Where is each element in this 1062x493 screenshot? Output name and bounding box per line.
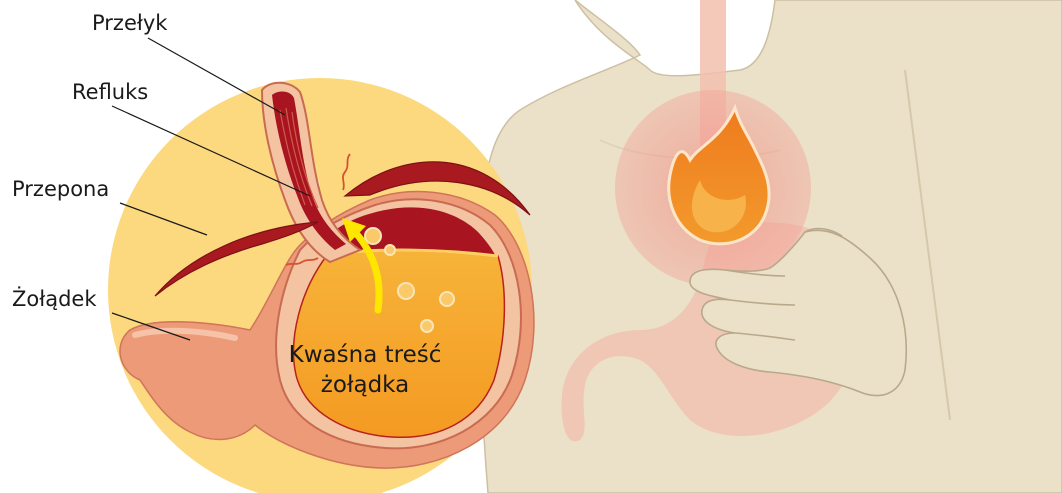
- torso-figure: [479, 0, 1062, 493]
- label-diaphragm: Przepona: [12, 177, 109, 201]
- label-esophagus: Przełyk: [92, 11, 168, 35]
- stomach-content-label-line2: żołądka: [321, 372, 409, 398]
- stomach-content-label-line1: Kwaśna treść: [289, 342, 442, 368]
- leader-esophagus: [148, 38, 285, 115]
- label-stomach: Żołądek: [12, 286, 97, 311]
- label-reflux: Refluks: [72, 80, 148, 104]
